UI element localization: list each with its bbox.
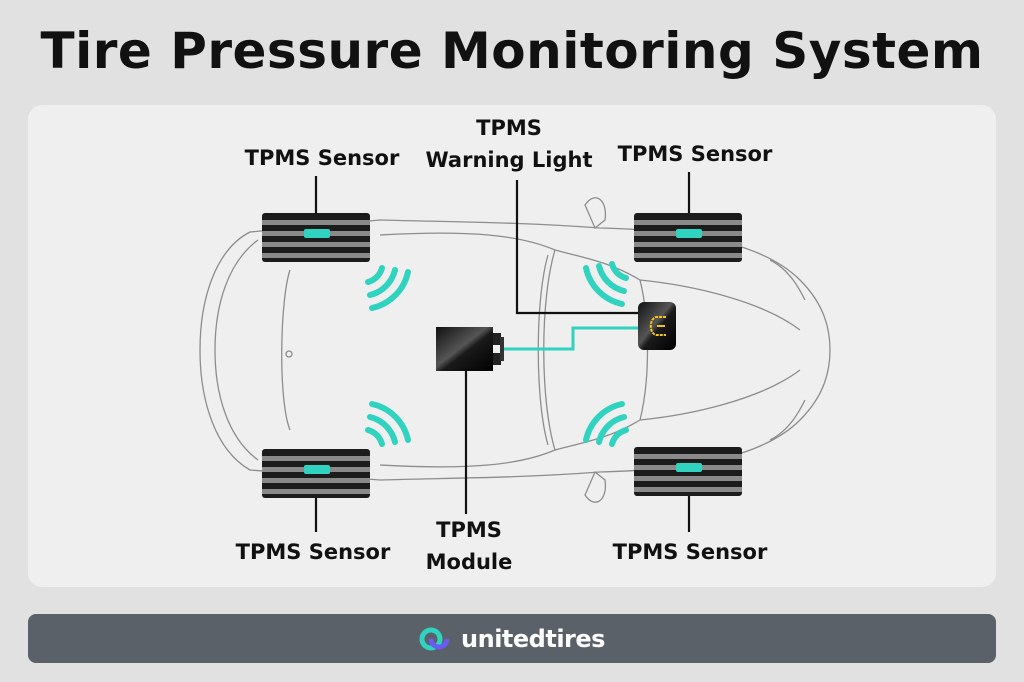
brand-name: unitedtires: [461, 624, 605, 653]
tire-rear-right: [634, 447, 742, 496]
signal-waves-icon: [583, 401, 629, 447]
label-sensor-front-left: TPMS Sensor: [244, 146, 400, 170]
warning-light-icon: [638, 302, 676, 350]
tire-rear-left: [262, 449, 370, 498]
label-warning-light: TPMS Warning Light: [426, 112, 593, 176]
label-sensor-rear-right: TPMS Sensor: [612, 540, 768, 564]
label-module: TPMS Module: [426, 514, 513, 578]
footer: unitedtires: [28, 614, 996, 663]
unitedtires-logo-icon: [419, 627, 450, 650]
tire-front-left: [262, 213, 370, 262]
diagram-panel: [28, 105, 996, 587]
signal-waves-icon: [365, 401, 411, 447]
label-warning-light-line1: TPMS: [476, 116, 542, 140]
tpms-module: [436, 327, 504, 371]
tire-front-right: [634, 213, 742, 262]
signal-waves-icon: [365, 265, 411, 311]
label-sensor-front-right: TPMS Sensor: [617, 142, 773, 166]
label-module-line1: TPMS: [436, 518, 502, 542]
car-outline: [199, 197, 831, 503]
label-warning-light-line2: Warning Light: [425, 148, 593, 172]
label-module-line2: Module: [425, 550, 513, 574]
page-title: Tire Pressure Monitoring System: [40, 22, 984, 80]
label-sensor-rear-left: TPMS Sensor: [235, 540, 391, 564]
signal-waves-icon: [583, 261, 629, 307]
